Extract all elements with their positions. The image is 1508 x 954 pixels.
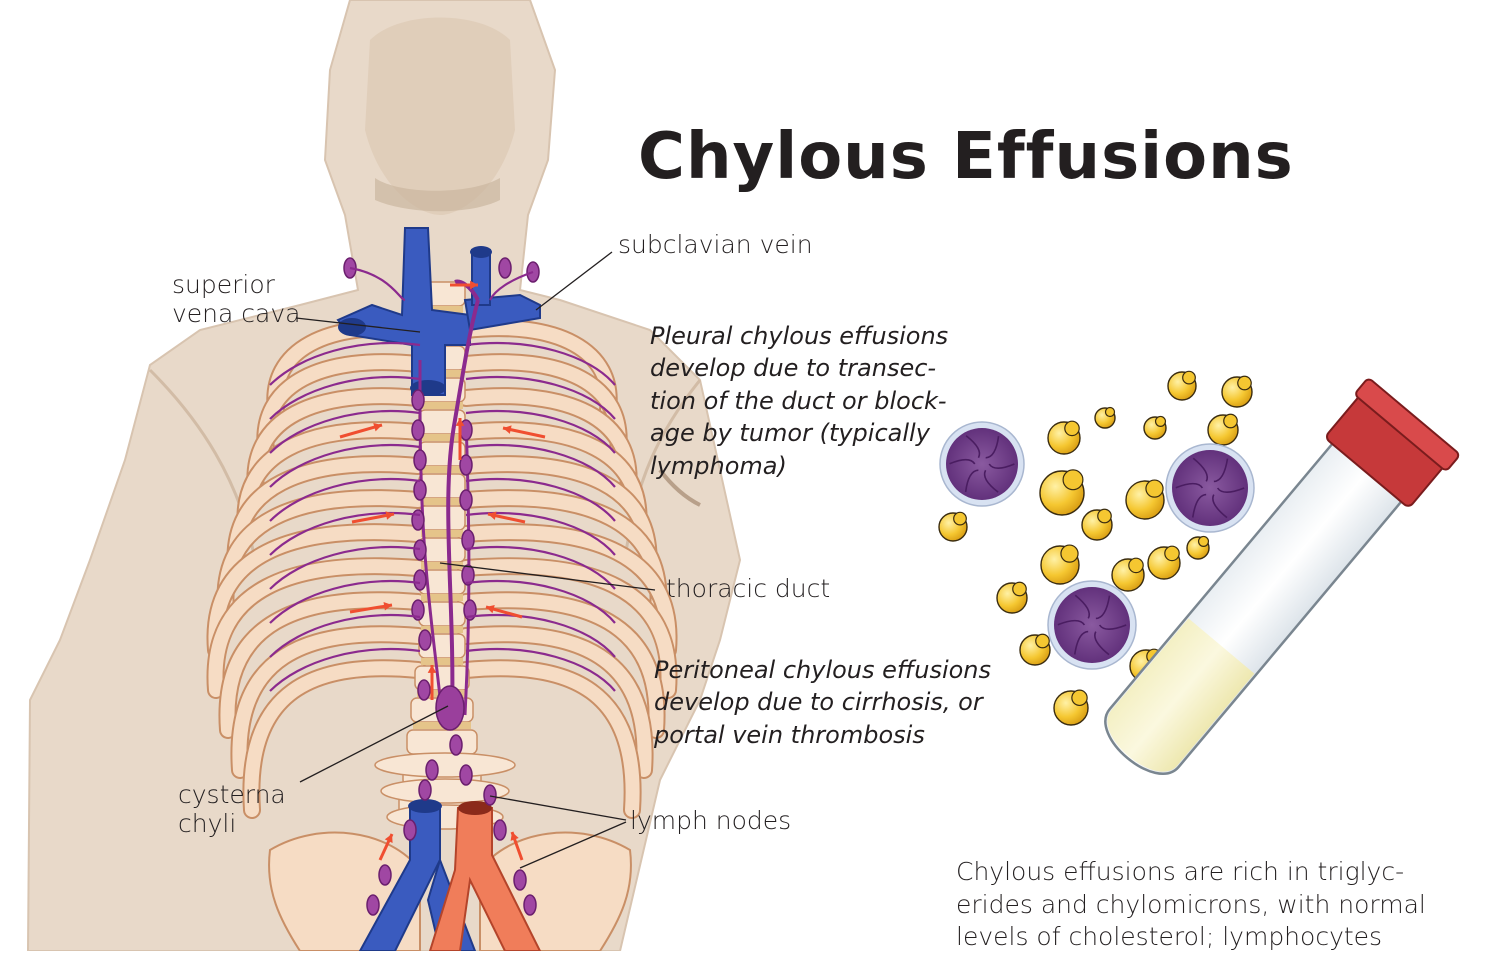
lymph-node: [460, 490, 472, 510]
fat-droplet-bud: [1165, 546, 1179, 560]
label-subclavian-vein: subclavian vein: [618, 230, 813, 259]
lymph-node: [524, 895, 536, 915]
note-pleural: Pleural chylous effusions develop due to…: [650, 320, 948, 482]
fat-droplet-bud: [1061, 545, 1078, 562]
fat-droplet-bud: [1199, 536, 1209, 546]
note-peritoneal: Peritoneal chylous effusions develop due…: [654, 654, 991, 751]
fat-droplet-bud: [1146, 480, 1163, 497]
cisterna-chyli-sac: [436, 686, 464, 730]
lymph-node: [379, 865, 391, 885]
note-composition: Chylous effusions are rich in triglyc- e…: [956, 856, 1426, 954]
lymph-node: [494, 820, 506, 840]
lymph-node: [419, 780, 431, 800]
fat-droplet-bud: [1183, 371, 1196, 384]
lymph-node: [499, 258, 511, 278]
lymphocyte-nucleus: [1172, 450, 1248, 526]
lymph-node: [462, 530, 474, 550]
lymph-node: [514, 870, 526, 890]
fat-droplet-bud: [1036, 634, 1050, 648]
lymph-node: [414, 480, 426, 500]
lymph-node: [414, 450, 426, 470]
intervertebral-disc: [421, 530, 463, 537]
lumbar-process: [375, 753, 515, 777]
lymph-node: [460, 455, 472, 475]
fat-droplet-bud: [1238, 376, 1252, 390]
lymph-node: [450, 735, 462, 755]
fat-droplet-bud: [1129, 558, 1143, 572]
intervertebral-disc: [421, 498, 463, 505]
fat-droplet-bud: [1098, 509, 1112, 523]
intervertebral-disc: [421, 466, 463, 473]
lymph-node: [367, 895, 379, 915]
diagram-title: Chylous Effusions: [638, 120, 1294, 194]
lymphocyte-nucleus: [1054, 587, 1130, 663]
fat-droplet-bud: [1106, 408, 1115, 417]
label-cisterna-chyli: cysterna chyli: [178, 780, 286, 838]
lymph-node: [414, 540, 426, 560]
label-lymph-nodes: lymph nodes: [630, 806, 791, 835]
lymph-node: [414, 570, 426, 590]
vertebra: [419, 506, 465, 530]
label-thoracic-duct: thoracic duct: [666, 574, 830, 603]
lymphocyte-nucleus: [946, 428, 1018, 500]
fat-droplet-bud: [1224, 414, 1238, 428]
vertebra: [407, 730, 477, 754]
intervertebral-disc: [421, 658, 463, 665]
lymph-node: [484, 785, 496, 805]
fat-droplet-bud: [1013, 582, 1027, 596]
lymph-node: [418, 680, 430, 700]
lymph-node: [426, 760, 438, 780]
fat-droplet-bud: [1065, 421, 1079, 435]
fat-droplet-bud: [1156, 416, 1166, 426]
lymph-node: [412, 510, 424, 530]
lymph-node: [419, 630, 431, 650]
fat-droplet-bud: [1063, 470, 1083, 490]
lymph-node: [460, 765, 472, 785]
vertebra: [419, 602, 465, 626]
label-superior-vena-cava: superior vena cava: [172, 270, 300, 328]
lymph-node: [404, 820, 416, 840]
intervertebral-disc: [421, 434, 463, 441]
fat-droplet-bud: [954, 512, 967, 525]
lymph-node: [412, 420, 424, 440]
fat-droplet-bud: [1072, 690, 1087, 705]
lymph-node: [412, 390, 424, 410]
